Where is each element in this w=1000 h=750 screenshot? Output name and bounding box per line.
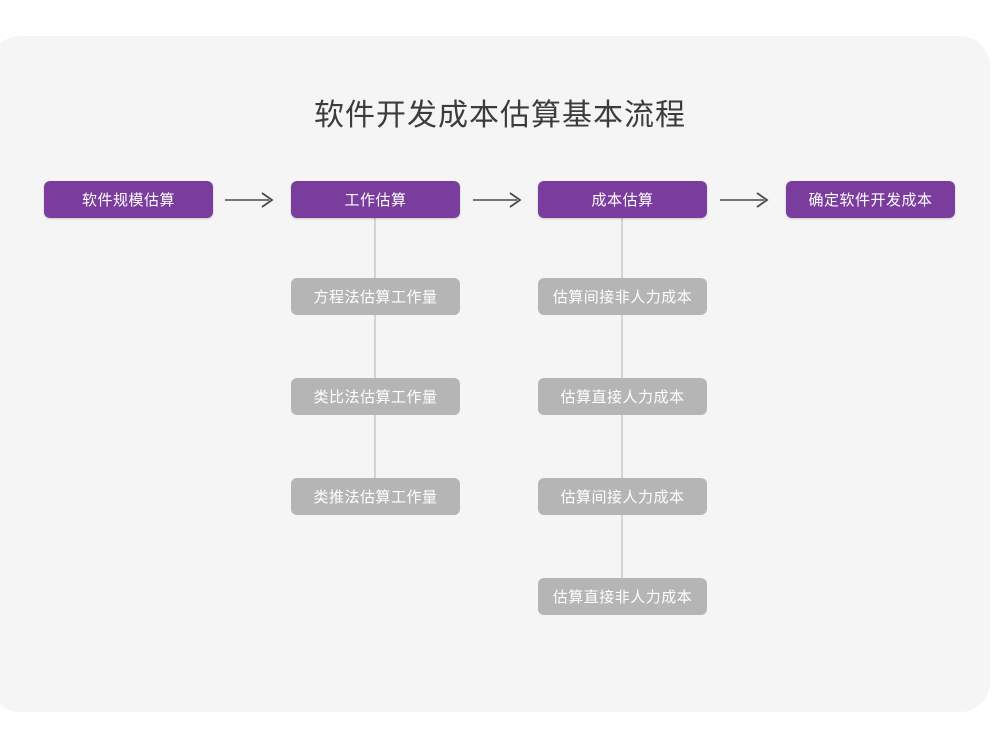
arrow-right-icon-1: [222, 182, 278, 218]
connector-line-col2-seg4: [621, 515, 623, 578]
arrow-right-icon-2: [470, 182, 526, 218]
sub-node-col2-item1[interactable]: 估算间接非人力成本: [538, 278, 707, 315]
flow-node-step4-label: 确定软件开发成本: [808, 192, 933, 209]
connector-line-col2-seg3: [621, 415, 623, 478]
flow-node-step2[interactable]: 工作估算: [291, 181, 460, 218]
sub-node-col2-item4-label: 估算直接非人力成本: [552, 589, 693, 606]
sub-node-col1-item2[interactable]: 类比法估算工作量: [291, 378, 460, 415]
connector-line-col1-seg2: [374, 315, 376, 378]
sub-node-col1-item2-label: 类比法估算工作量: [313, 389, 438, 406]
flow-node-step3[interactable]: 成本估算: [538, 181, 707, 218]
sub-node-col1-item1-label: 方程法估算工作量: [313, 289, 438, 306]
page-title: 软件开发成本估算基本流程: [314, 99, 686, 132]
connector-line-col2-seg2: [621, 315, 623, 378]
flow-node-step4[interactable]: 确定软件开发成本: [786, 181, 955, 218]
sub-node-col2-item3-label: 估算间接人力成本: [560, 489, 685, 506]
sub-node-col1-item1[interactable]: 方程法估算工作量: [291, 278, 460, 315]
connector-line-col2-seg1: [621, 218, 623, 278]
sub-node-col2-item1-label: 估算间接非人力成本: [552, 289, 693, 306]
sub-node-col2-item3[interactable]: 估算间接人力成本: [538, 478, 707, 515]
content-card: [0, 36, 990, 712]
sub-node-col2-item4[interactable]: 估算直接非人力成本: [538, 578, 707, 615]
flow-node-step3-label: 成本估算: [591, 192, 654, 209]
flow-node-step1-label: 软件规模估算: [81, 192, 175, 209]
sub-node-col1-item3[interactable]: 类推法估算工作量: [291, 478, 460, 515]
sub-node-col1-item3-label: 类推法估算工作量: [313, 489, 438, 506]
arrow-right-icon-3: [717, 182, 773, 218]
flow-node-step2-label: 工作估算: [344, 192, 407, 209]
sub-node-col2-item2-label: 估算直接人力成本: [560, 389, 685, 406]
connector-line-col1-seg1: [374, 218, 376, 278]
connector-line-col1-seg3: [374, 415, 376, 478]
sub-node-col2-item2[interactable]: 估算直接人力成本: [538, 378, 707, 415]
flow-node-step1[interactable]: 软件规模估算: [44, 181, 213, 218]
